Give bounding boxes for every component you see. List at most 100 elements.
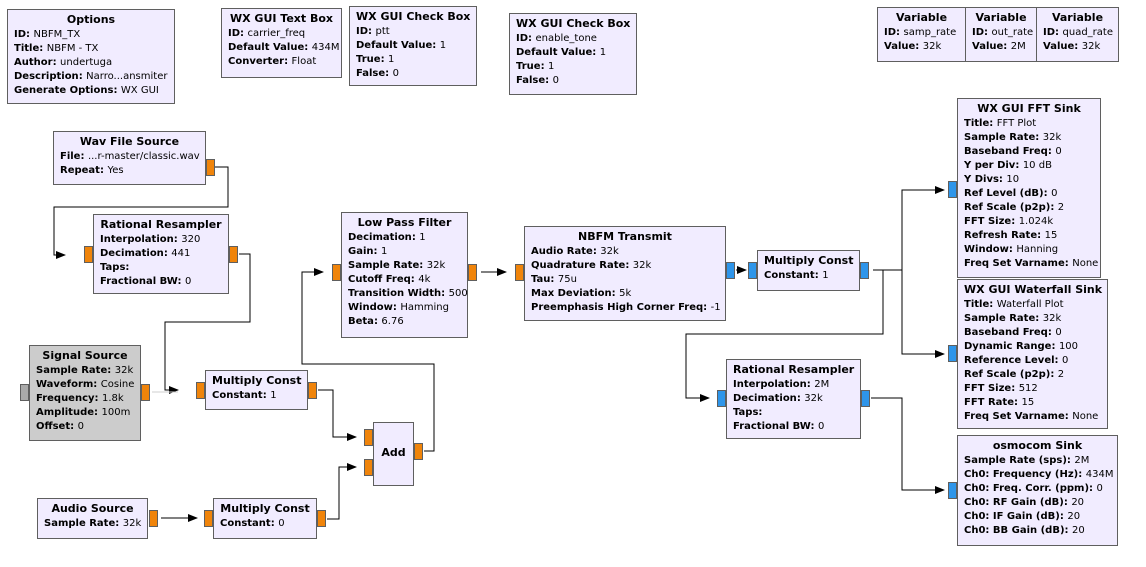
param-key: Sample Rate: [44, 518, 116, 529]
param-key: Constant: [212, 390, 263, 401]
block-param-row: Value: 32k: [884, 40, 959, 54]
add-block[interactable]: Add: [373, 422, 414, 486]
param-key: :: [1066, 455, 1075, 466]
fft-in-port[interactable]: [948, 181, 957, 198]
multiply-const-block[interactable]: Multiply Const Constant: 1: [757, 250, 860, 291]
param-key: Amplitude: [36, 407, 95, 418]
param-key: True: [516, 61, 541, 72]
block-param-row: ID: NBFM_TX: [14, 28, 168, 42]
signal-source-block[interactable]: Signal Source Sample Rate: 32k Waveform:…: [29, 345, 141, 441]
block-param-row: Value: 32k: [1043, 40, 1112, 54]
param-key: Default Value: [228, 42, 305, 53]
param-value: Narro...ansmiter: [86, 71, 168, 82]
rational-resampler-block[interactable]: Rational Resampler Interpolation: 320 De…: [93, 214, 229, 294]
param-value: 1: [419, 232, 426, 243]
add-in-port-1[interactable]: [364, 459, 373, 476]
wire-wav-to-resampler: [53, 166, 229, 259]
variable-samp-rate-block[interactable]: Variable ID: samp_rate Value: 32k: [877, 7, 966, 62]
resampler-in-port[interactable]: [84, 246, 93, 263]
param-value: 1.024k: [1018, 216, 1054, 227]
variable-quad-rate-block[interactable]: Variable ID: quad_rate Value: 32k: [1036, 7, 1119, 62]
block-param-row: Transition Width: 500: [348, 287, 467, 301]
param-value: samp_rate: [903, 27, 957, 38]
wx-gui-waterfall-sink-block[interactable]: WX GUI Waterfall Sink Title: Waterfall P…: [957, 279, 1108, 429]
add-out-port[interactable]: [414, 443, 423, 460]
param-key: Reference Level: [964, 355, 1055, 366]
block-param-row: Sample Rate (sps): 2M: [964, 454, 1111, 468]
param-key: Constant: [764, 270, 815, 281]
block-param-row: Dynamic Range: 100: [964, 340, 1101, 354]
multiply-in-port[interactable]: [748, 262, 757, 279]
resampler-out-port[interactable]: [229, 246, 238, 263]
param-key: Interpolation: [100, 234, 174, 245]
multiply-signal-in-port[interactable]: [196, 382, 205, 399]
resampler-2-out-port[interactable]: [861, 390, 870, 407]
block-title: Multiply Const: [764, 254, 854, 267]
param-key: :: [1059, 511, 1068, 522]
nbfm-transmit-block[interactable]: NBFM Transmit Audio Rate: 32k Quadrature…: [524, 226, 726, 321]
osmocom-sink-block[interactable]: osmocom Sink Sample Rate (sps): 2M Ch0: …: [957, 435, 1118, 546]
param-key: :: [115, 518, 123, 529]
param-key: :: [52, 57, 61, 68]
param-key: :: [432, 40, 440, 51]
param-key: Default Value: [356, 40, 433, 51]
block-title: Rational Resampler: [733, 363, 855, 376]
param-value: 32k: [114, 365, 134, 376]
variable-out-rate-block[interactable]: Variable ID: out_rate Value: 2M: [965, 7, 1037, 62]
wx-gui-text-box-block[interactable]: WX GUI Text Box ID: carrier_freq Default…: [221, 8, 342, 78]
param-value: 32k: [922, 41, 942, 52]
low-pass-filter-block[interactable]: Low Pass Filter Decimation: 1 Gain: 1 Sa…: [341, 212, 468, 338]
param-key: False: [356, 68, 386, 79]
param-key: Tau: [531, 274, 551, 285]
wx-gui-fft-sink-block[interactable]: WX GUI FFT Sink Title: FFT Plot Sample R…: [957, 98, 1101, 278]
param-value: Cosine: [100, 379, 135, 390]
signal-out-port[interactable]: [141, 384, 150, 401]
audio-out-port[interactable]: [149, 510, 158, 527]
multiply-audio-in-port[interactable]: [204, 510, 213, 527]
multiply-audio-out-port[interactable]: [317, 510, 326, 527]
wav-out-port[interactable]: [206, 159, 215, 176]
rational-resampler-2-block[interactable]: Rational Resampler Interpolation: 2M Dec…: [726, 359, 861, 439]
wire-multiply-to-add-1: [318, 389, 357, 441]
multiply-out-port[interactable]: [860, 262, 869, 279]
param-value: 0: [1055, 146, 1062, 157]
audio-source-block[interactable]: Audio Source Sample Rate: 32k: [37, 498, 148, 539]
block-param-row: FFT Size: 512: [964, 382, 1101, 396]
param-value: 32k: [600, 246, 619, 257]
lpf-in-port[interactable]: [332, 264, 341, 281]
multiply-const-signal-block[interactable]: Multiply Const Constant: 1: [205, 370, 308, 410]
param-value: 0: [77, 421, 84, 432]
nbfm-in-port[interactable]: [515, 264, 524, 281]
param-value: out_rate: [991, 27, 1034, 38]
lpf-out-port[interactable]: [468, 264, 477, 281]
param-value: 32k: [426, 260, 446, 271]
nbfm-out-port[interactable]: [726, 262, 735, 279]
resampler-2-in-port[interactable]: [717, 390, 726, 407]
param-key: Description: [14, 71, 79, 82]
block-param-row: Reference Level: 0: [964, 354, 1101, 368]
param-value: NBFM_TX: [33, 29, 81, 40]
waterfall-in-port[interactable]: [948, 345, 957, 362]
param-key: :: [78, 71, 87, 82]
param-key: :: [1064, 258, 1073, 269]
param-value: 500: [448, 288, 468, 299]
wx-gui-check-box-tone-block[interactable]: WX GUI Check Box ID: enable_tone Default…: [509, 13, 637, 95]
param-key: Window: [348, 302, 393, 313]
block-param-row: Interpolation: 320: [100, 233, 222, 247]
multiply-const-audio-block[interactable]: Multiply Const Constant: 0: [213, 498, 317, 539]
block-param-row: Ref Scale (p2p): 2: [964, 368, 1101, 382]
param-key: :: [1035, 313, 1043, 324]
add-in-port-0[interactable]: [364, 429, 373, 446]
param-key: :: [806, 379, 815, 390]
wav-file-source-block[interactable]: Wav File Source File: ...r-master/classi…: [53, 131, 206, 185]
signal-in-port[interactable]: [20, 384, 29, 401]
block-title: WX GUI FFT Sink: [977, 102, 1081, 115]
osmocom-in-port[interactable]: [948, 482, 957, 499]
options-block[interactable]: Options ID: NBFM_TX Title: NBFM - TX Aut…: [7, 9, 175, 104]
wx-gui-check-box-ptt-block[interactable]: WX GUI Check Box ID: ptt Default Value: …: [349, 6, 477, 86]
wire-multiply-to-waterfall: [873, 269, 945, 358]
block-param-row: Tau: 75u: [531, 273, 719, 287]
multiply-signal-out-port[interactable]: [308, 382, 317, 399]
block-param-row: ID: out_rate: [972, 26, 1033, 40]
param-key: Converter: [228, 56, 285, 67]
